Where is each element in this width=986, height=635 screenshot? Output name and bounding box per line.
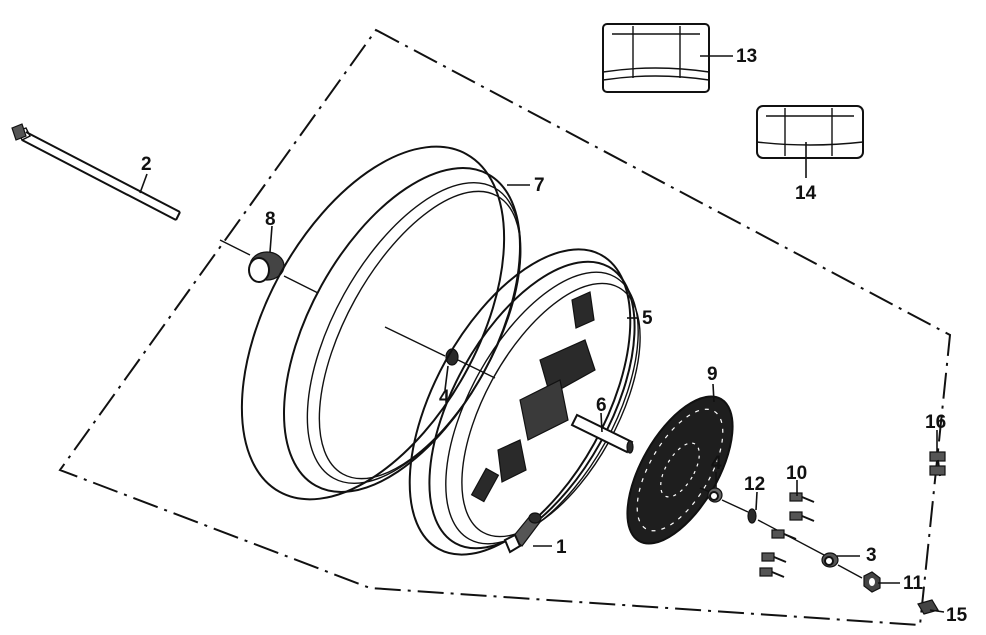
- assembly-boundary: [58, 28, 952, 627]
- callout-1: 1: [556, 537, 567, 558]
- callout-12: 12: [744, 474, 765, 495]
- washer-part: [721, 499, 827, 557]
- axle-part: [11, 123, 181, 221]
- callout-7: 7: [534, 175, 545, 196]
- spacer-right-part: [699, 487, 723, 503]
- disc-bolts-part: [759, 492, 815, 578]
- bolts-16-part: [929, 451, 946, 477]
- callout-11: 11: [903, 573, 924, 594]
- callout-13: 13: [736, 46, 757, 67]
- callout-15: 15: [946, 605, 968, 626]
- speedometer-gear-part: [219, 239, 319, 294]
- callout-labels: 1 2 3 4 4 5 6 7 8 9 10 11 12 13 14 15 16: [141, 46, 968, 626]
- axle-nut-part: [863, 571, 881, 593]
- tyre-part: [240, 145, 522, 501]
- callout-14: 14: [795, 183, 817, 204]
- callout-10: 10: [786, 463, 807, 484]
- callout-5: 5: [642, 308, 653, 329]
- leader-lines: [139, 55, 945, 613]
- callout-2: 2: [141, 154, 152, 175]
- axle-collar-part: [821, 552, 863, 579]
- callout-3: 3: [866, 545, 877, 566]
- brake-disc-part: [626, 395, 734, 545]
- tyre-section-14-part: [756, 105, 864, 159]
- distance-collar-part: [570, 413, 634, 454]
- valve-part: [503, 512, 542, 554]
- callout-6: 6: [596, 395, 607, 416]
- callout-4-left: 4: [439, 387, 450, 408]
- callout-9: 9: [707, 364, 718, 385]
- callout-4-right: 4: [711, 453, 722, 474]
- rim-part: [408, 248, 641, 556]
- callout-8: 8: [265, 209, 276, 230]
- tyre-section-13-part: [602, 23, 710, 93]
- callout-16: 16: [925, 412, 946, 433]
